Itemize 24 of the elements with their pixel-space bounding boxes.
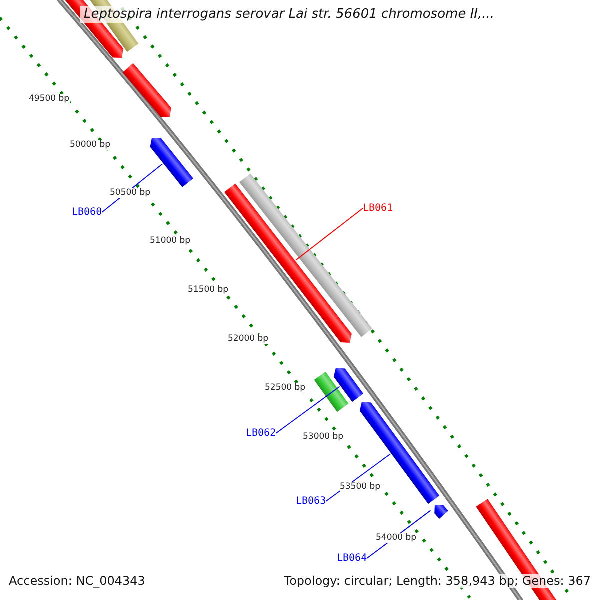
leader-line <box>276 386 340 434</box>
leader-line <box>296 208 364 261</box>
gene-feature-bar <box>150 138 194 188</box>
position-label: 54000 bp <box>376 533 417 543</box>
position-label: 49500 bp <box>29 94 70 104</box>
position-label: 51500 bp <box>188 285 229 295</box>
gene-feature-bar <box>314 372 349 412</box>
gene-feature-bar <box>122 63 172 117</box>
map-summary-text: Topology: circular; Length: 358,943 bp; Genes: 367 <box>282 574 593 588</box>
position-label: 52000 bp <box>228 334 269 344</box>
gene-label: LB064 <box>337 553 368 564</box>
position-label: 51000 bp <box>150 236 191 246</box>
gene-feature-bar <box>434 505 448 519</box>
gene-feature-bar <box>334 368 364 402</box>
position-label: 50000 bp <box>70 140 111 150</box>
accession-text: Accession: NC_004343 <box>7 574 148 588</box>
gene-label: LB063 <box>296 496 326 507</box>
position-label: 52500 bp <box>265 383 306 393</box>
position-label: 53500 bp <box>340 482 381 492</box>
gene-label: LB061 <box>363 203 394 214</box>
gene-label: LB062 <box>246 428 276 439</box>
position-label: 53000 bp <box>303 432 344 442</box>
gene-label: LB060 <box>72 207 102 218</box>
position-label: 50500 bp <box>110 188 151 198</box>
